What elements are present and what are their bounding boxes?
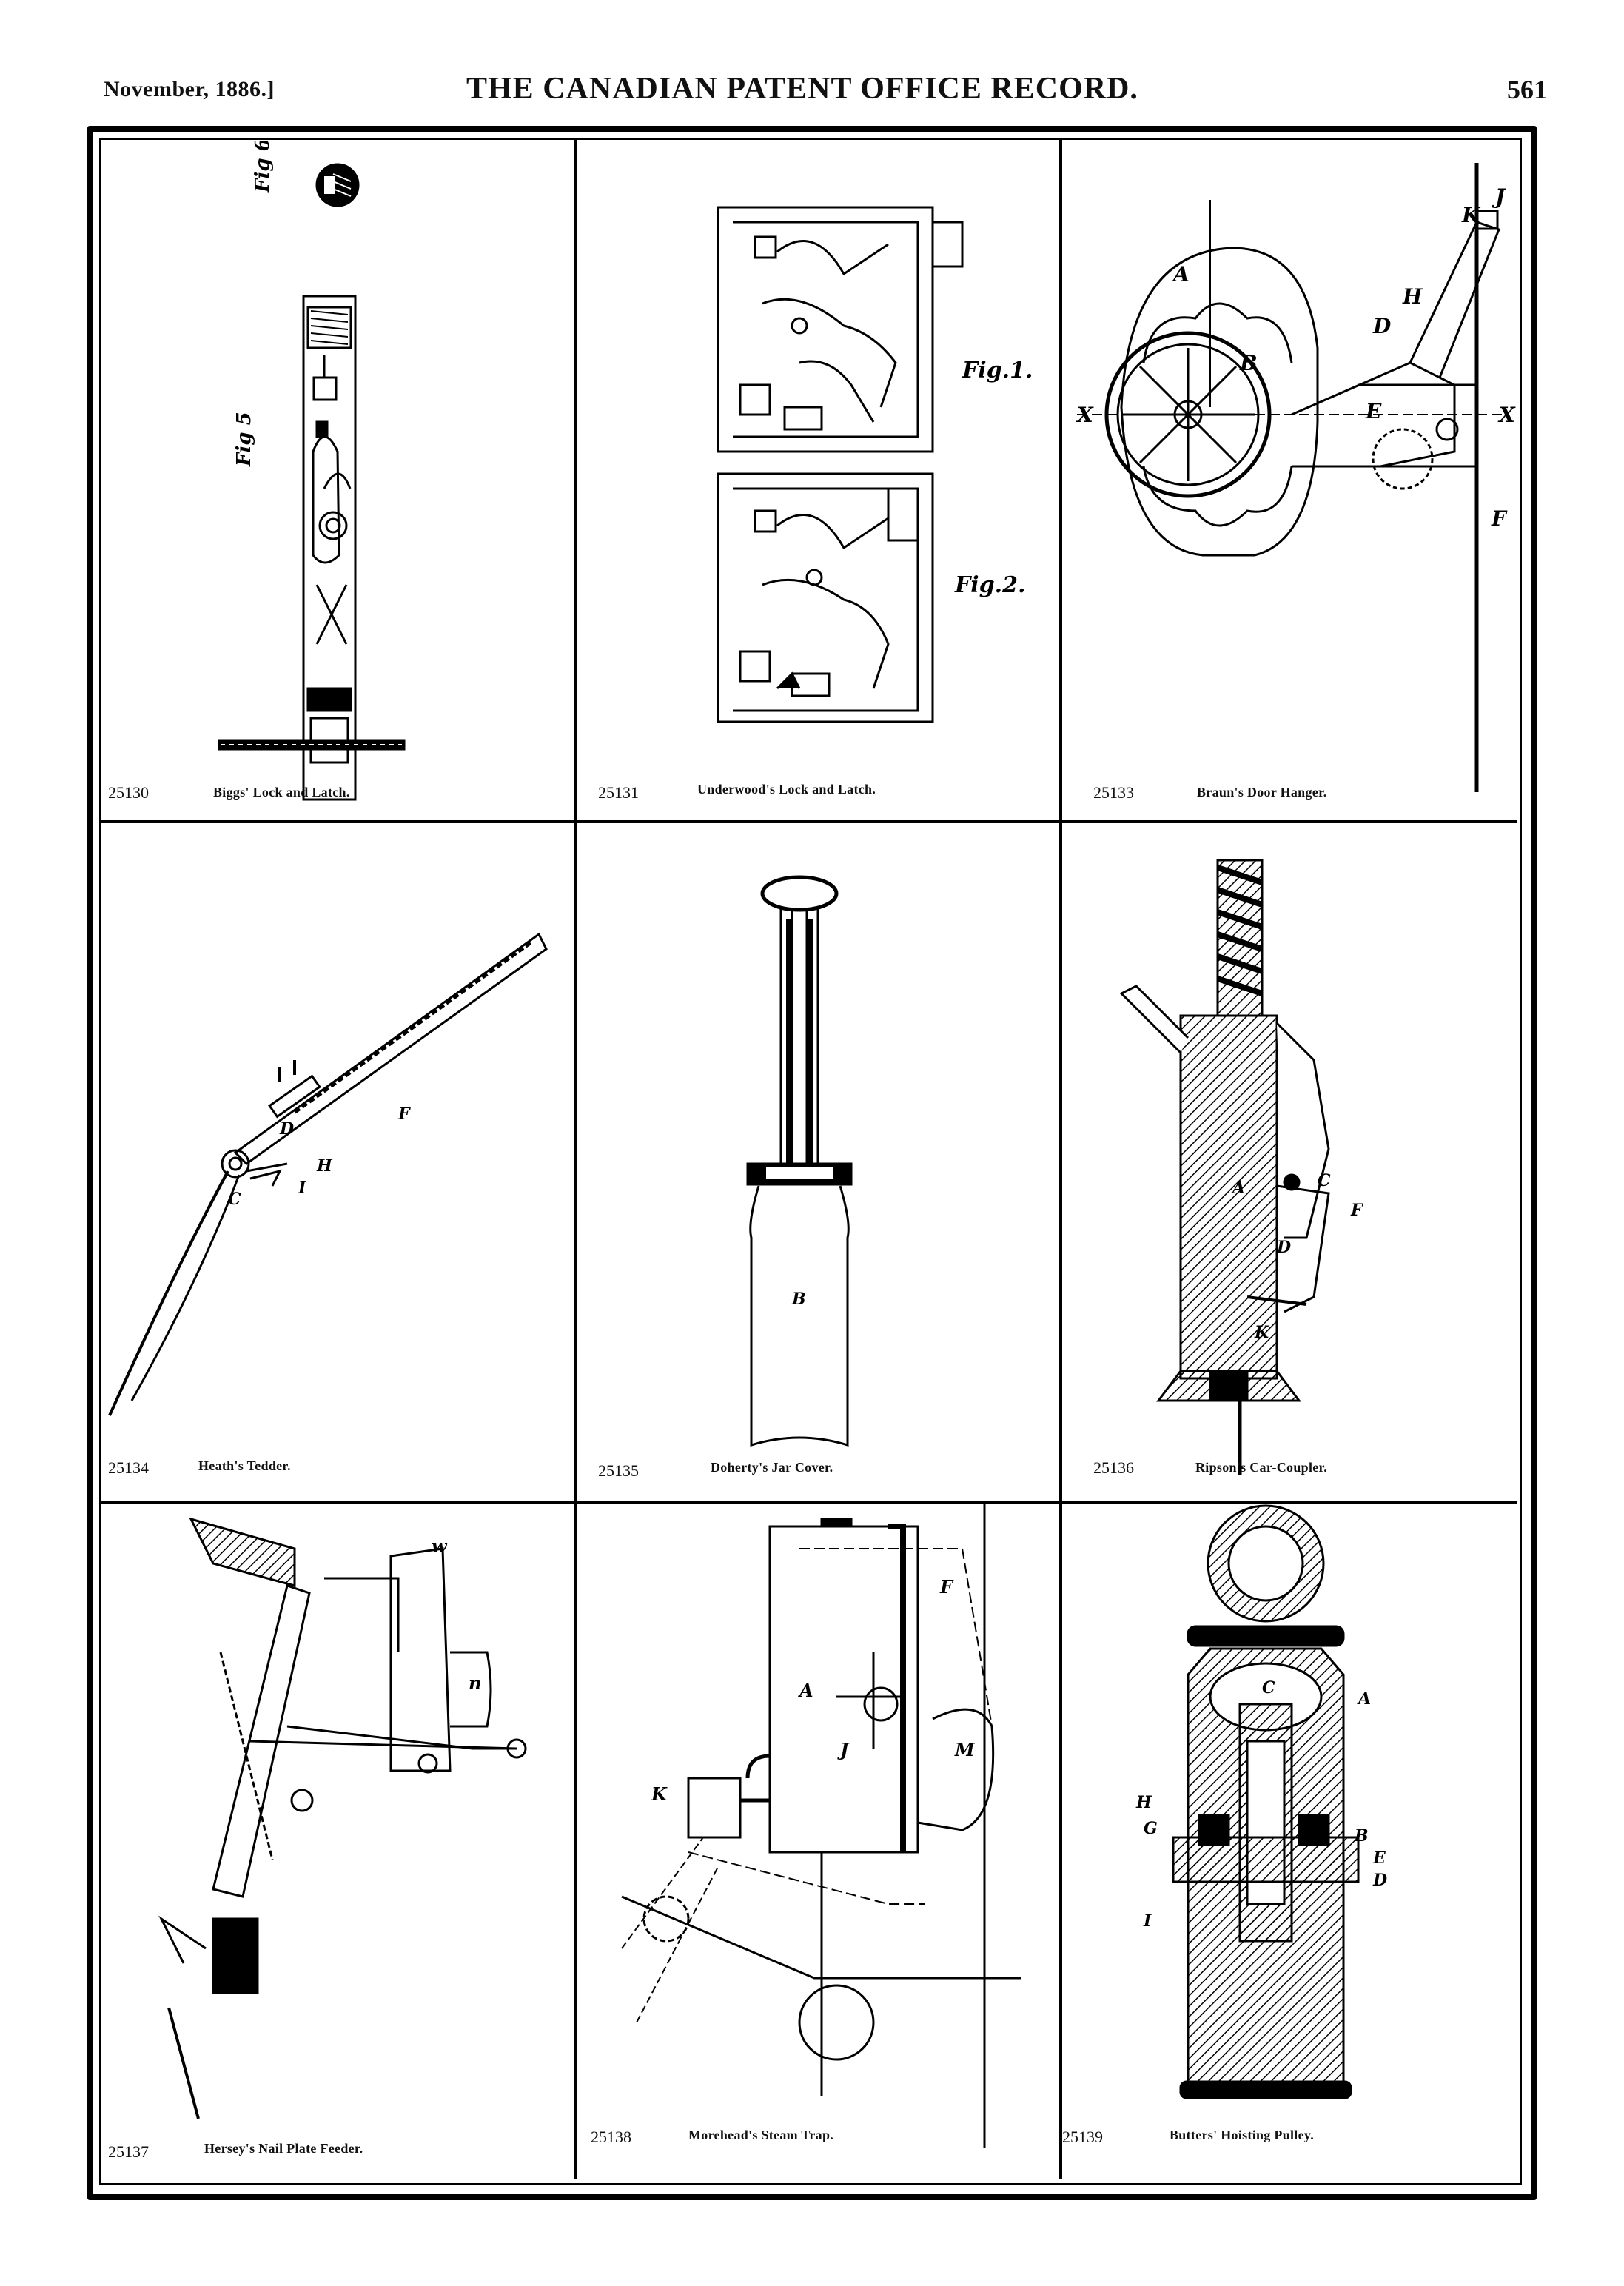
fig-label: X [1076,403,1094,427]
patent-number: 25136 [1093,1458,1134,1477]
fig-label: I [1143,1911,1152,1931]
page-number: 561 [1507,75,1547,104]
fig-label: K [1461,203,1481,227]
steam-trap-drawing: A F J K M [621,1504,1021,2148]
fig-label: n [469,1672,481,1694]
fig-label: Fig 5 [233,412,255,467]
patent-number: 25139 [1062,2128,1103,2146]
hoisting-pulley-drawing: A C H G B E D I [1135,1504,1387,2099]
fig-label: H [316,1156,333,1176]
column-divider-2 [1059,139,1062,2179]
row-divider-2 [101,1501,1517,1504]
fig-label: F [397,1105,411,1124]
fig-label: B [1239,351,1258,375]
patent-number: 25130 [108,783,149,802]
fig-label: H [1402,284,1423,309]
fig-label: X [1497,403,1516,427]
car-coupler-drawing: A C D F K [1119,859,1363,1475]
fig-label: C [228,1190,241,1209]
page-header: November, 1886.] THE CANADIAN PATENT OFF… [104,71,1547,115]
fig-label: D [279,1119,294,1139]
fig-label: H [1135,1793,1152,1812]
fig-label: K [651,1783,668,1805]
patent-title: Biggs' Lock and Latch. [213,785,350,800]
patent-title: Morehead's Steam Trap. [688,2128,834,2142]
fig-label: A [1231,1179,1245,1198]
fig-label: E [1372,1848,1386,1868]
patent-cell-25138: A F J K M 25138 Morehead's Steam Trap. [577,1504,1059,2179]
fig-label: B [791,1290,806,1309]
patent-cell-25134: D F H I C 25134 Heath's Tedder. [102,823,574,1501]
patent-title: Butters' Hoisting Pulley. [1170,2128,1315,2142]
patent-title: Ripson's Car-Coupler. [1195,1460,1327,1475]
fig-label: A [1357,1689,1371,1709]
fig-label: M [954,1739,976,1760]
fig-label: I [298,1179,306,1198]
patent-cell-25133: A B D E F H K J X X 25133 Braun's Door H… [1062,141,1517,820]
patent-number: 25133 [1093,783,1134,802]
fig-label: Fig.2. [954,572,1025,598]
fig-label: C [1262,1678,1275,1697]
page-frame-outer [87,126,1537,2200]
fig-label: Fig.1. [962,358,1033,383]
column-divider-1 [574,139,577,2179]
publication-title: THE CANADIAN PATENT OFFICE RECORD. [466,72,1138,106]
patent-title: Braun's Door Hanger. [1197,785,1327,800]
patent-number: 25131 [598,783,639,802]
fig-label: J [837,1739,850,1760]
fig-label: K [1254,1323,1269,1342]
fig-label: A [1171,262,1190,286]
fig-label: A [798,1680,813,1701]
fig-label: C [1318,1171,1331,1190]
fig-label: w [432,1535,448,1557]
fig-label: D [1372,314,1392,338]
row-divider-1 [101,820,1517,823]
patent-number: 25135 [598,1461,639,1480]
patent-number: 25138 [591,2128,631,2146]
lock-latch-drawing: Fig.1. Fig.2. [717,206,1033,723]
door-hanger-drawing: A B D E F H K J X X [1076,163,1516,792]
patent-title: Heath's Tedder. [198,1458,291,1473]
fig-label: D [1276,1238,1291,1257]
patent-cell-25139: A C H G B E D I 25139 Butters' Hoisting … [1062,1504,1517,2179]
tedder-drawing: D F H I C [108,932,548,1416]
page-frame-inner [99,138,1522,2185]
header-date: November, 1886.] [104,77,275,101]
fig-label: J [1492,184,1506,209]
patent-cell-25131: Fig.1. Fig.2. 25131 Underwood's Lock and… [577,141,1059,820]
fig-label: D [1372,1871,1387,1890]
fig-label: E [1365,399,1382,423]
fig-label: Fig 6 [252,141,274,193]
patent-number: 25134 [108,1458,149,1477]
patent-title: Hersey's Nail Plate Feeder. [204,2141,363,2156]
patent-cell-25135: B 25135 Doherty's Jar Cover. [577,823,1059,1501]
fig-label: F [939,1576,954,1598]
jar-cover-drawing: B [746,875,853,1447]
patent-cell-25136: A C D F K 25136 Ripson's Car-Coupler. [1062,823,1517,1501]
patent-title: Doherty's Jar Cover. [711,1460,833,1475]
lock-latch-drawing: Fig 6 Fig 5 [218,141,406,801]
fig-label: F [1350,1201,1363,1220]
patent-title: Underwood's Lock and Latch. [697,782,876,797]
patent-number: 25137 [108,2142,149,2161]
fig-label: F [1491,506,1508,531]
fig-label: G [1144,1819,1158,1838]
fig-label: B [1354,1826,1369,1846]
patent-cell-25130: Fig 6 Fig 5 25130 Biggs' Lock and Latch. [102,141,574,820]
patent-cell-25137: w n 25137 Hersey's Nail Plate Feeder. [102,1504,574,2179]
nail-plate-feeder-drawing: w n [158,1517,527,2119]
